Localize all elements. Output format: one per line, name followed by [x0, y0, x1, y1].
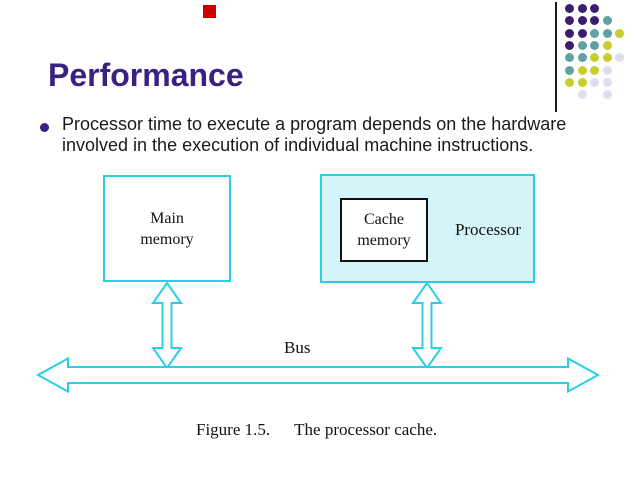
decor-dot: [577, 53, 587, 63]
main-memory-bus-arrow-icon: [151, 281, 183, 370]
decor-dot: [565, 77, 574, 87]
bullet-text: Processor time to execute a program depe…: [62, 114, 607, 156]
bullet-text-line: Processor time to execute a program depe…: [62, 114, 567, 134]
decor-dot: [615, 53, 624, 63]
decor-dot: [602, 77, 612, 87]
figure-caption: Figure 1.5. The processor cache.: [196, 420, 437, 440]
cache-memory-label: memory: [357, 232, 411, 249]
cache-memory-label: Cache: [364, 211, 404, 228]
decor-dot: [602, 40, 612, 50]
dot-grid: [565, 4, 631, 106]
decor-dot: [590, 65, 599, 75]
decor-dot: [577, 16, 587, 26]
bus-arrow-icon: [35, 356, 601, 394]
decor-dot: [577, 65, 587, 75]
decor-dot: [602, 53, 612, 63]
decor-dot: [590, 77, 599, 87]
decor-dot: [577, 4, 587, 13]
main-memory-label: Main: [150, 209, 184, 227]
decor-dot: [590, 40, 599, 50]
decor-dot: [577, 77, 587, 87]
bus-label: Bus: [284, 338, 311, 357]
bullet-icon: [40, 123, 49, 132]
decor-dot: [590, 16, 599, 26]
decor-dot: [590, 4, 599, 13]
decor-dot: [590, 28, 599, 38]
decor-dot: [565, 40, 574, 50]
decor-dot: [565, 53, 574, 63]
decor-dot: [602, 28, 612, 38]
processor-bus-arrow-icon: [411, 281, 443, 370]
decor-dot: [565, 4, 574, 13]
red-accent-square: [203, 5, 216, 18]
decor-dot: [577, 40, 587, 50]
figure-caption-text: The processor cache.: [294, 420, 438, 439]
decor-dot: [577, 28, 587, 38]
decor-dot: [602, 65, 612, 75]
vertical-divider: [555, 2, 557, 112]
decor-dot: [590, 53, 599, 63]
decor-dot: [602, 90, 612, 100]
decor-dot: [565, 28, 574, 38]
main-memory-label: memory: [140, 230, 194, 248]
main-memory-box: Main memory: [103, 175, 231, 282]
decor-dot: [615, 28, 624, 38]
decor-dot: [577, 90, 587, 100]
decor-dot: [565, 16, 574, 26]
bullet-text-line: involved in the execution of individual …: [62, 135, 534, 155]
processor-label: Processor: [454, 220, 522, 239]
figure-number: Figure 1.5.: [196, 420, 271, 439]
decor-dot: [565, 65, 574, 75]
cache-memory-box: Cache memory: [340, 198, 428, 262]
page-title: Performance: [48, 57, 244, 93]
decor-dot: [602, 16, 612, 26]
